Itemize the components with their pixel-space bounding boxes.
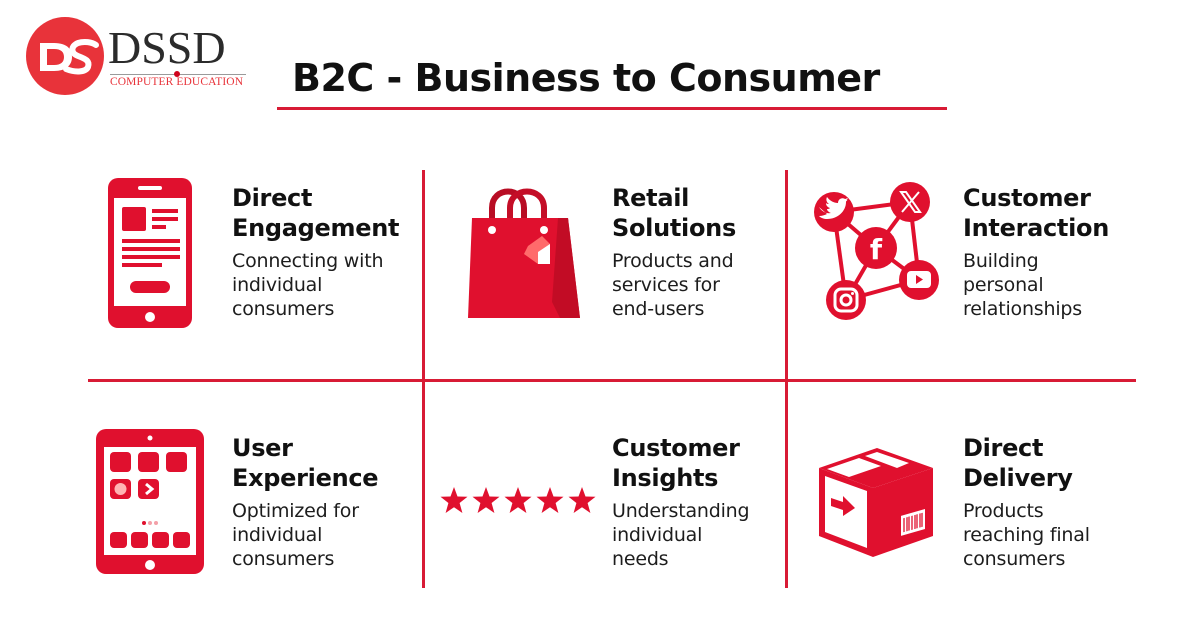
page-title: B2C - Business to Consumer xyxy=(292,56,880,100)
title-underline xyxy=(277,107,947,110)
card-description: Building personal relationships xyxy=(963,250,1082,320)
social-network-icon: f xyxy=(814,182,939,320)
card-title: User Experience xyxy=(232,434,379,492)
card-title: Direct Delivery xyxy=(963,434,1073,492)
logo-dot xyxy=(174,71,180,77)
five-star-rating-icon xyxy=(440,487,596,513)
card-description: Products reaching final consumers xyxy=(963,500,1090,570)
delivery-box-icon xyxy=(819,448,933,557)
grid-divider-vertical-left xyxy=(422,170,425,588)
shopping-bag-icon xyxy=(468,188,580,318)
card-description: Optimized for individual consumers xyxy=(232,500,359,570)
card-title: Customer Insights xyxy=(612,434,740,492)
card-title: Retail Solutions xyxy=(612,184,736,242)
brand-logo: DSSD COMPUTER EDUCATION xyxy=(26,17,256,95)
svg-text:f: f xyxy=(870,233,883,266)
grid-divider-vertical-right xyxy=(785,170,788,588)
smartphone-icon xyxy=(108,178,192,328)
logo-mark-icon xyxy=(26,17,104,95)
tablet-apps-icon xyxy=(96,429,204,574)
card-title: Direct Engagement xyxy=(232,184,400,242)
brand-name: DSSD xyxy=(108,22,226,73)
card-description: Products and services for end-users xyxy=(612,250,734,320)
card-title: Customer Interaction xyxy=(963,184,1109,242)
card-description: Understanding individual needs xyxy=(612,500,750,570)
grid-divider-horizontal xyxy=(88,379,1136,382)
brand-tagline: COMPUTER EDUCATION xyxy=(110,76,244,88)
card-description: Connecting with individual consumers xyxy=(232,250,384,320)
